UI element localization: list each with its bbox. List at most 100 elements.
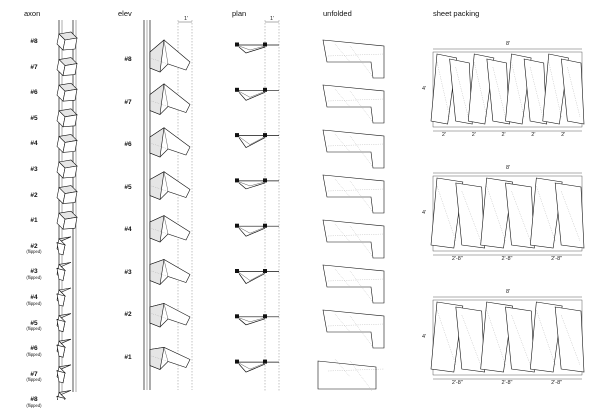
- unfolded-fold: [349, 180, 373, 212]
- plan-post: [235, 223, 239, 228]
- axon-module: [56, 108, 78, 128]
- axon-face: [62, 63, 78, 76]
- elev-module: [149, 346, 191, 370]
- elev-face: [149, 215, 165, 243]
- unfolded-fold: [349, 315, 373, 347]
- header-elev: elev: [118, 9, 132, 18]
- sheet-width-label: 8': [506, 165, 511, 171]
- sheet-piece: [530, 301, 563, 373]
- sheet-piece: [530, 177, 563, 249]
- elev-label: #8: [124, 56, 132, 63]
- sheet-fold: [529, 66, 543, 118]
- sheet-height-label: 4': [422, 333, 427, 340]
- unfolded-fold: [334, 268, 351, 288]
- elev-fold: [163, 127, 169, 150]
- plan-fold: [238, 181, 266, 187]
- unfolded-module: [322, 174, 385, 214]
- axon-label: #6: [20, 89, 48, 96]
- axon-module: [56, 82, 78, 102]
- unfolded-fold: [349, 135, 373, 167]
- unfolded-module: [322, 219, 385, 259]
- axon-face: [62, 88, 78, 102]
- sheet-bottom-dim: 2': [531, 132, 536, 138]
- sheet-bottom-dim: 2': [561, 132, 566, 138]
- sheet-piece: [449, 58, 473, 125]
- plan-post: [235, 87, 239, 92]
- axon-label-id: #4: [30, 140, 38, 148]
- axon-label-id: #6: [30, 345, 38, 353]
- axon-label-id: #5: [30, 319, 38, 327]
- plan-fold: [238, 137, 266, 149]
- elev-face: [149, 171, 165, 200]
- axon-module: [56, 364, 72, 384]
- plan-module: [235, 269, 279, 284]
- axon-label-id: #2: [30, 242, 38, 250]
- sheet-fold: [492, 66, 506, 118]
- elev-face: [149, 346, 165, 370]
- header-sheet-packing: sheet packing: [433, 9, 480, 18]
- unfolded-fold: [334, 133, 351, 153]
- sheet-fold: [474, 61, 488, 118]
- elev-module: [149, 83, 191, 115]
- axon-module: [56, 31, 78, 51]
- header-axon: axon: [24, 9, 41, 18]
- header-unfolded: unfolded: [323, 9, 352, 18]
- sheet-packing-column: [430, 48, 585, 380]
- axon-face: [62, 165, 78, 179]
- axon-label: #8: [20, 38, 48, 45]
- plan-post: [263, 87, 267, 92]
- sheet-bottom-dim: 2': [471, 132, 476, 138]
- axon-module: [56, 236, 72, 256]
- plan-fold: [238, 182, 266, 190]
- plan-fold: [238, 273, 266, 284]
- unfolded-fold: [327, 143, 385, 147]
- elev-module: [149, 259, 191, 285]
- elev-fold: [163, 39, 169, 65]
- axon-label-id: #8: [30, 38, 38, 45]
- unfolded-fold: [349, 90, 373, 122]
- axon-label-sub: (flipped): [26, 300, 42, 306]
- elev-module: [149, 215, 191, 243]
- axon-label-sub: (flipped): [26, 377, 42, 383]
- elev-fold: [163, 347, 169, 362]
- unfolded-fold: [349, 270, 373, 302]
- elev-fold: [163, 171, 169, 192]
- plan-fold: [238, 45, 266, 51]
- axon-face: [56, 344, 66, 358]
- plan-column: [235, 20, 280, 392]
- axon-label: #3: [20, 268, 48, 275]
- unfolded-fold: [327, 368, 385, 372]
- sheet-bottom-dim: 2': [441, 132, 446, 138]
- sheet-piece: [480, 177, 513, 249]
- elev-label: #5: [124, 183, 132, 191]
- axon-label-sub: (flipped): [26, 326, 42, 332]
- unfolded-fold: [334, 178, 351, 198]
- sheet-piece: [430, 177, 464, 249]
- axon-module: [56, 210, 78, 230]
- sheet-bottom-dim: 2'-8": [551, 380, 563, 386]
- unfolded-fold: [327, 233, 385, 237]
- unfolded-module: [317, 358, 385, 392]
- elev-label: #1: [124, 353, 132, 361]
- sheet-fold: [455, 66, 469, 118]
- sheet-bottom-dim: 2'-8": [501, 380, 513, 386]
- sheet-fold: [536, 309, 556, 366]
- axon-module: [56, 287, 72, 307]
- unfolded-fold: [349, 225, 373, 257]
- axon-label: #5: [20, 320, 48, 327]
- unfolded-module: [322, 264, 385, 304]
- sheet-fold: [486, 185, 506, 242]
- unfolded-fold: [334, 43, 351, 63]
- axon-label-id: #6: [30, 89, 38, 97]
- plan-module: [235, 359, 279, 373]
- plan-fold: [238, 227, 266, 237]
- elev-label: #4: [124, 226, 132, 233]
- axon-label: #7: [20, 64, 48, 71]
- unfolded-fold: [349, 360, 373, 392]
- sheet: [430, 296, 585, 380]
- unfolded-fold: [334, 358, 351, 378]
- plan-post: [235, 178, 239, 183]
- plan-post: [263, 269, 267, 273]
- unfolded-outline: [322, 219, 385, 259]
- elev-fold: [163, 259, 169, 277]
